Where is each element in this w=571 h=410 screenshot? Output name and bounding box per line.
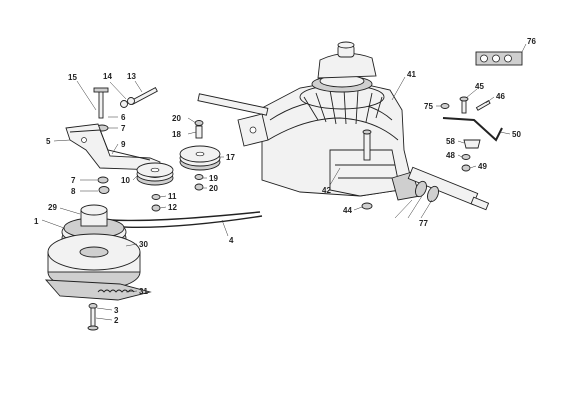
callout-17: 17 [226, 153, 235, 162]
callout-31: 31 [139, 287, 148, 296]
leader-lines [41, 76, 511, 321]
callout-9: 9 [121, 140, 126, 149]
callout-12: 12 [168, 203, 177, 212]
callout-8: 8 [71, 187, 76, 196]
callout-48: 49 [478, 162, 487, 171]
callout-13: 13 [127, 72, 136, 81]
callout-14: 14 [103, 72, 112, 81]
callout-5: 5 [46, 137, 51, 146]
callout-19: 19 [209, 174, 218, 183]
callout-59: 76 [527, 37, 536, 46]
callout-11: 11 [168, 192, 177, 201]
callout-58: 75 [424, 102, 433, 111]
callout-4: 4 [229, 236, 234, 245]
callout-46: 46 [496, 92, 505, 101]
idler-pulley-10 [136, 162, 174, 212]
idler-bracket-assembly [65, 87, 161, 194]
callout-labels: 76 15 14 13 6 7 5 9 7 8 10 11 12 20 18 1… [34, 37, 536, 325]
callout-50: 58 [446, 137, 455, 146]
callout-3: 3 [114, 306, 119, 315]
callout-45: 45 [475, 82, 484, 91]
callout-41: 41 [407, 70, 416, 79]
callout-1: 1 [34, 217, 39, 226]
part-59-decal [475, 43, 527, 66]
callout-7-top: 7 [121, 124, 126, 133]
callout-42: 42 [322, 186, 331, 195]
callout-7-bottom: 7 [71, 176, 76, 185]
callout-75: 77 [419, 219, 428, 228]
callout-30: 30 [139, 240, 148, 249]
callout-29: 29 [48, 203, 57, 212]
callout-18: 18 [172, 130, 181, 139]
pto-clutch-assembly [44, 204, 152, 331]
callout-49: 50 [512, 130, 521, 139]
callout-10: 10 [121, 176, 130, 185]
idler-pulley-17 [179, 120, 221, 191]
callout-47: 48 [446, 151, 455, 160]
callout-20-bottom: 20 [209, 184, 218, 193]
transmission-housing [197, 41, 490, 211]
callout-20-top: 20 [172, 114, 181, 123]
callout-6: 6 [121, 113, 126, 122]
callout-44: 44 [343, 206, 352, 215]
callout-2: 2 [114, 316, 119, 325]
callout-15: 15 [68, 73, 77, 82]
